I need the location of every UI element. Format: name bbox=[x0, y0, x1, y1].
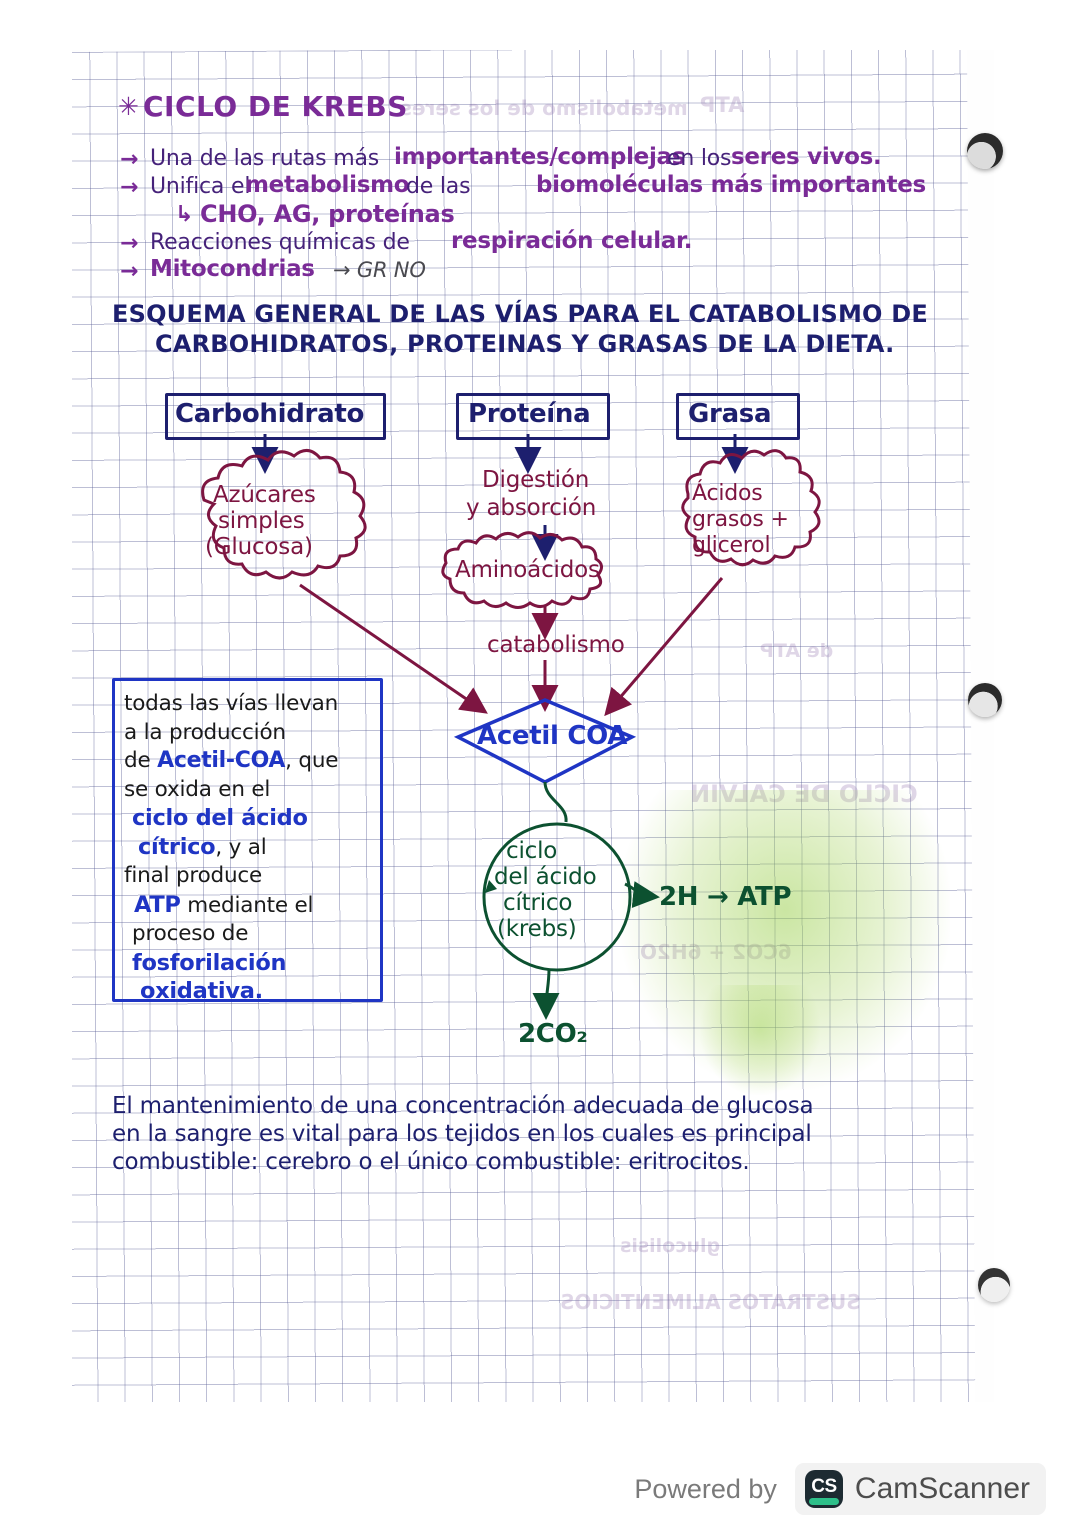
bullet-text-highlight: CHO, AG, proteínas bbox=[200, 200, 455, 228]
bullet-text-plain: Reacciones químicas de bbox=[150, 230, 410, 255]
digestion-line2: y absorción bbox=[466, 495, 597, 521]
footnote-line2: en la sangre es vital para los tejidos e… bbox=[112, 1121, 812, 1147]
cycle-output-atp: 2H → ATP bbox=[659, 882, 792, 912]
section-title-line2: CARBOHIDRATOS, PROTEINAS Y GRASAS DE LA … bbox=[155, 330, 895, 358]
cloud-line: simples bbox=[218, 508, 305, 534]
note-box-content: todas las vías llevan a la producción de… bbox=[124, 690, 374, 1006]
bullet-text-plain: de las bbox=[406, 174, 471, 199]
scanned-page: ATP metabolismo de los seres CICLO DE CA… bbox=[0, 0, 1080, 1450]
note-line: cítrico, y al bbox=[124, 833, 374, 863]
input-label-proteina: Proteína bbox=[468, 399, 591, 429]
camscanner-logo-icon: CS bbox=[804, 1470, 843, 1508]
bullet-arrow: → bbox=[120, 175, 139, 200]
bullet-text-highlight: Mitocondrias bbox=[150, 256, 315, 282]
binder-hole bbox=[978, 1268, 1010, 1302]
camscanner-brand-name: CamScanner bbox=[854, 1472, 1030, 1505]
note-line: a la producción bbox=[124, 719, 286, 745]
cycle-line: cítrico bbox=[503, 890, 573, 916]
bullet-text-plain: en los bbox=[667, 146, 732, 171]
catabolism-label: catabolismo bbox=[487, 632, 625, 658]
note-seg-plain: de bbox=[124, 748, 158, 773]
bullet-text-highlight: seres vivos. bbox=[731, 144, 882, 170]
bullet-text-highlight: respiración celular. bbox=[451, 228, 693, 254]
cycle-output-co2: 2CO₂ bbox=[518, 1019, 588, 1049]
cloud-line: grasos + bbox=[692, 507, 789, 532]
binder-hole bbox=[967, 133, 1003, 169]
note-line: de Acetil-COA, que bbox=[124, 747, 374, 776]
note-seg-citrico: cítrico bbox=[138, 833, 216, 860]
bullet-arrow: → bbox=[120, 231, 139, 256]
input-label-carbohidrato: Carbohidrato bbox=[175, 399, 365, 429]
cloud-line: glicerol bbox=[692, 533, 771, 558]
bullet-text-highlight: importantes/complejas bbox=[394, 144, 686, 170]
input-label-grasa: Grasa bbox=[688, 399, 772, 429]
note-seg-atp: ATP bbox=[134, 891, 181, 918]
cycle-line: ciclo bbox=[506, 838, 558, 864]
digestion-line1: Digestión bbox=[482, 467, 590, 493]
note-seg-acetil-coa: Acetil-COA bbox=[157, 748, 286, 773]
page-title: CICLO DE KREBS bbox=[143, 90, 408, 123]
bullet-text-highlight: biomoléculas más importantes bbox=[536, 172, 926, 198]
cycle-line: (krebs) bbox=[497, 916, 577, 942]
bullet-text-highlight: metabolismo bbox=[245, 172, 410, 198]
note-line: se oxida en el bbox=[124, 776, 271, 802]
powered-by-label: Powered by bbox=[634, 1473, 777, 1504]
note-line: todas las vías llevan bbox=[124, 691, 339, 716]
note-seg-plain: mediante el bbox=[180, 892, 314, 918]
note-seg-plain: , y al bbox=[215, 834, 267, 860]
pencil-note: → GR NO bbox=[333, 258, 426, 282]
cloud-line: (Glucosa) bbox=[205, 534, 313, 560]
section-title-line1: ESQUEMA GENERAL DE LAS VÍAS PARA EL CATA… bbox=[112, 300, 928, 328]
camscanner-logo-text: CS bbox=[811, 1476, 837, 1497]
cloud-line: Azúcares bbox=[213, 482, 316, 508]
note-seg-plain: , que bbox=[285, 748, 339, 773]
note-seg-fosforilacion: fosforilación bbox=[132, 949, 287, 976]
note-seg-oxidativa: oxidativa. bbox=[140, 978, 263, 1004]
header-bullet-glyph: ✳ bbox=[118, 92, 139, 121]
note-seg-ciclo-acido: ciclo del ácido bbox=[132, 805, 308, 831]
binder-hole bbox=[968, 683, 1002, 717]
bullet-text-plain: Una de las rutas más bbox=[150, 146, 379, 171]
acetil-coa-label: Acetil COA bbox=[477, 721, 628, 751]
footnote-line3: combustible: cerebro o el único combusti… bbox=[112, 1149, 750, 1175]
camscanner-badge[interactable]: CS CamScanner bbox=[794, 1463, 1046, 1515]
bullet-arrow: → bbox=[120, 147, 139, 172]
note-line: proceso de bbox=[132, 921, 249, 946]
cycle-line: del ácido bbox=[494, 864, 597, 890]
camscanner-watermark: Powered by CS CamScanner bbox=[0, 1450, 1080, 1528]
cloud-line: Ácidos bbox=[692, 481, 763, 506]
bullet-text-plain: Unifica el bbox=[150, 174, 251, 199]
bullet-arrow: → bbox=[120, 259, 139, 284]
bullet-arrow-sub: ↳ bbox=[175, 202, 194, 227]
footnote-line1: El mantenimiento de una concentración ad… bbox=[112, 1093, 814, 1119]
note-line: final produce bbox=[124, 863, 263, 888]
note-line: ATP mediante el bbox=[124, 891, 374, 921]
cloud-line: Aminoácidos bbox=[455, 557, 600, 583]
